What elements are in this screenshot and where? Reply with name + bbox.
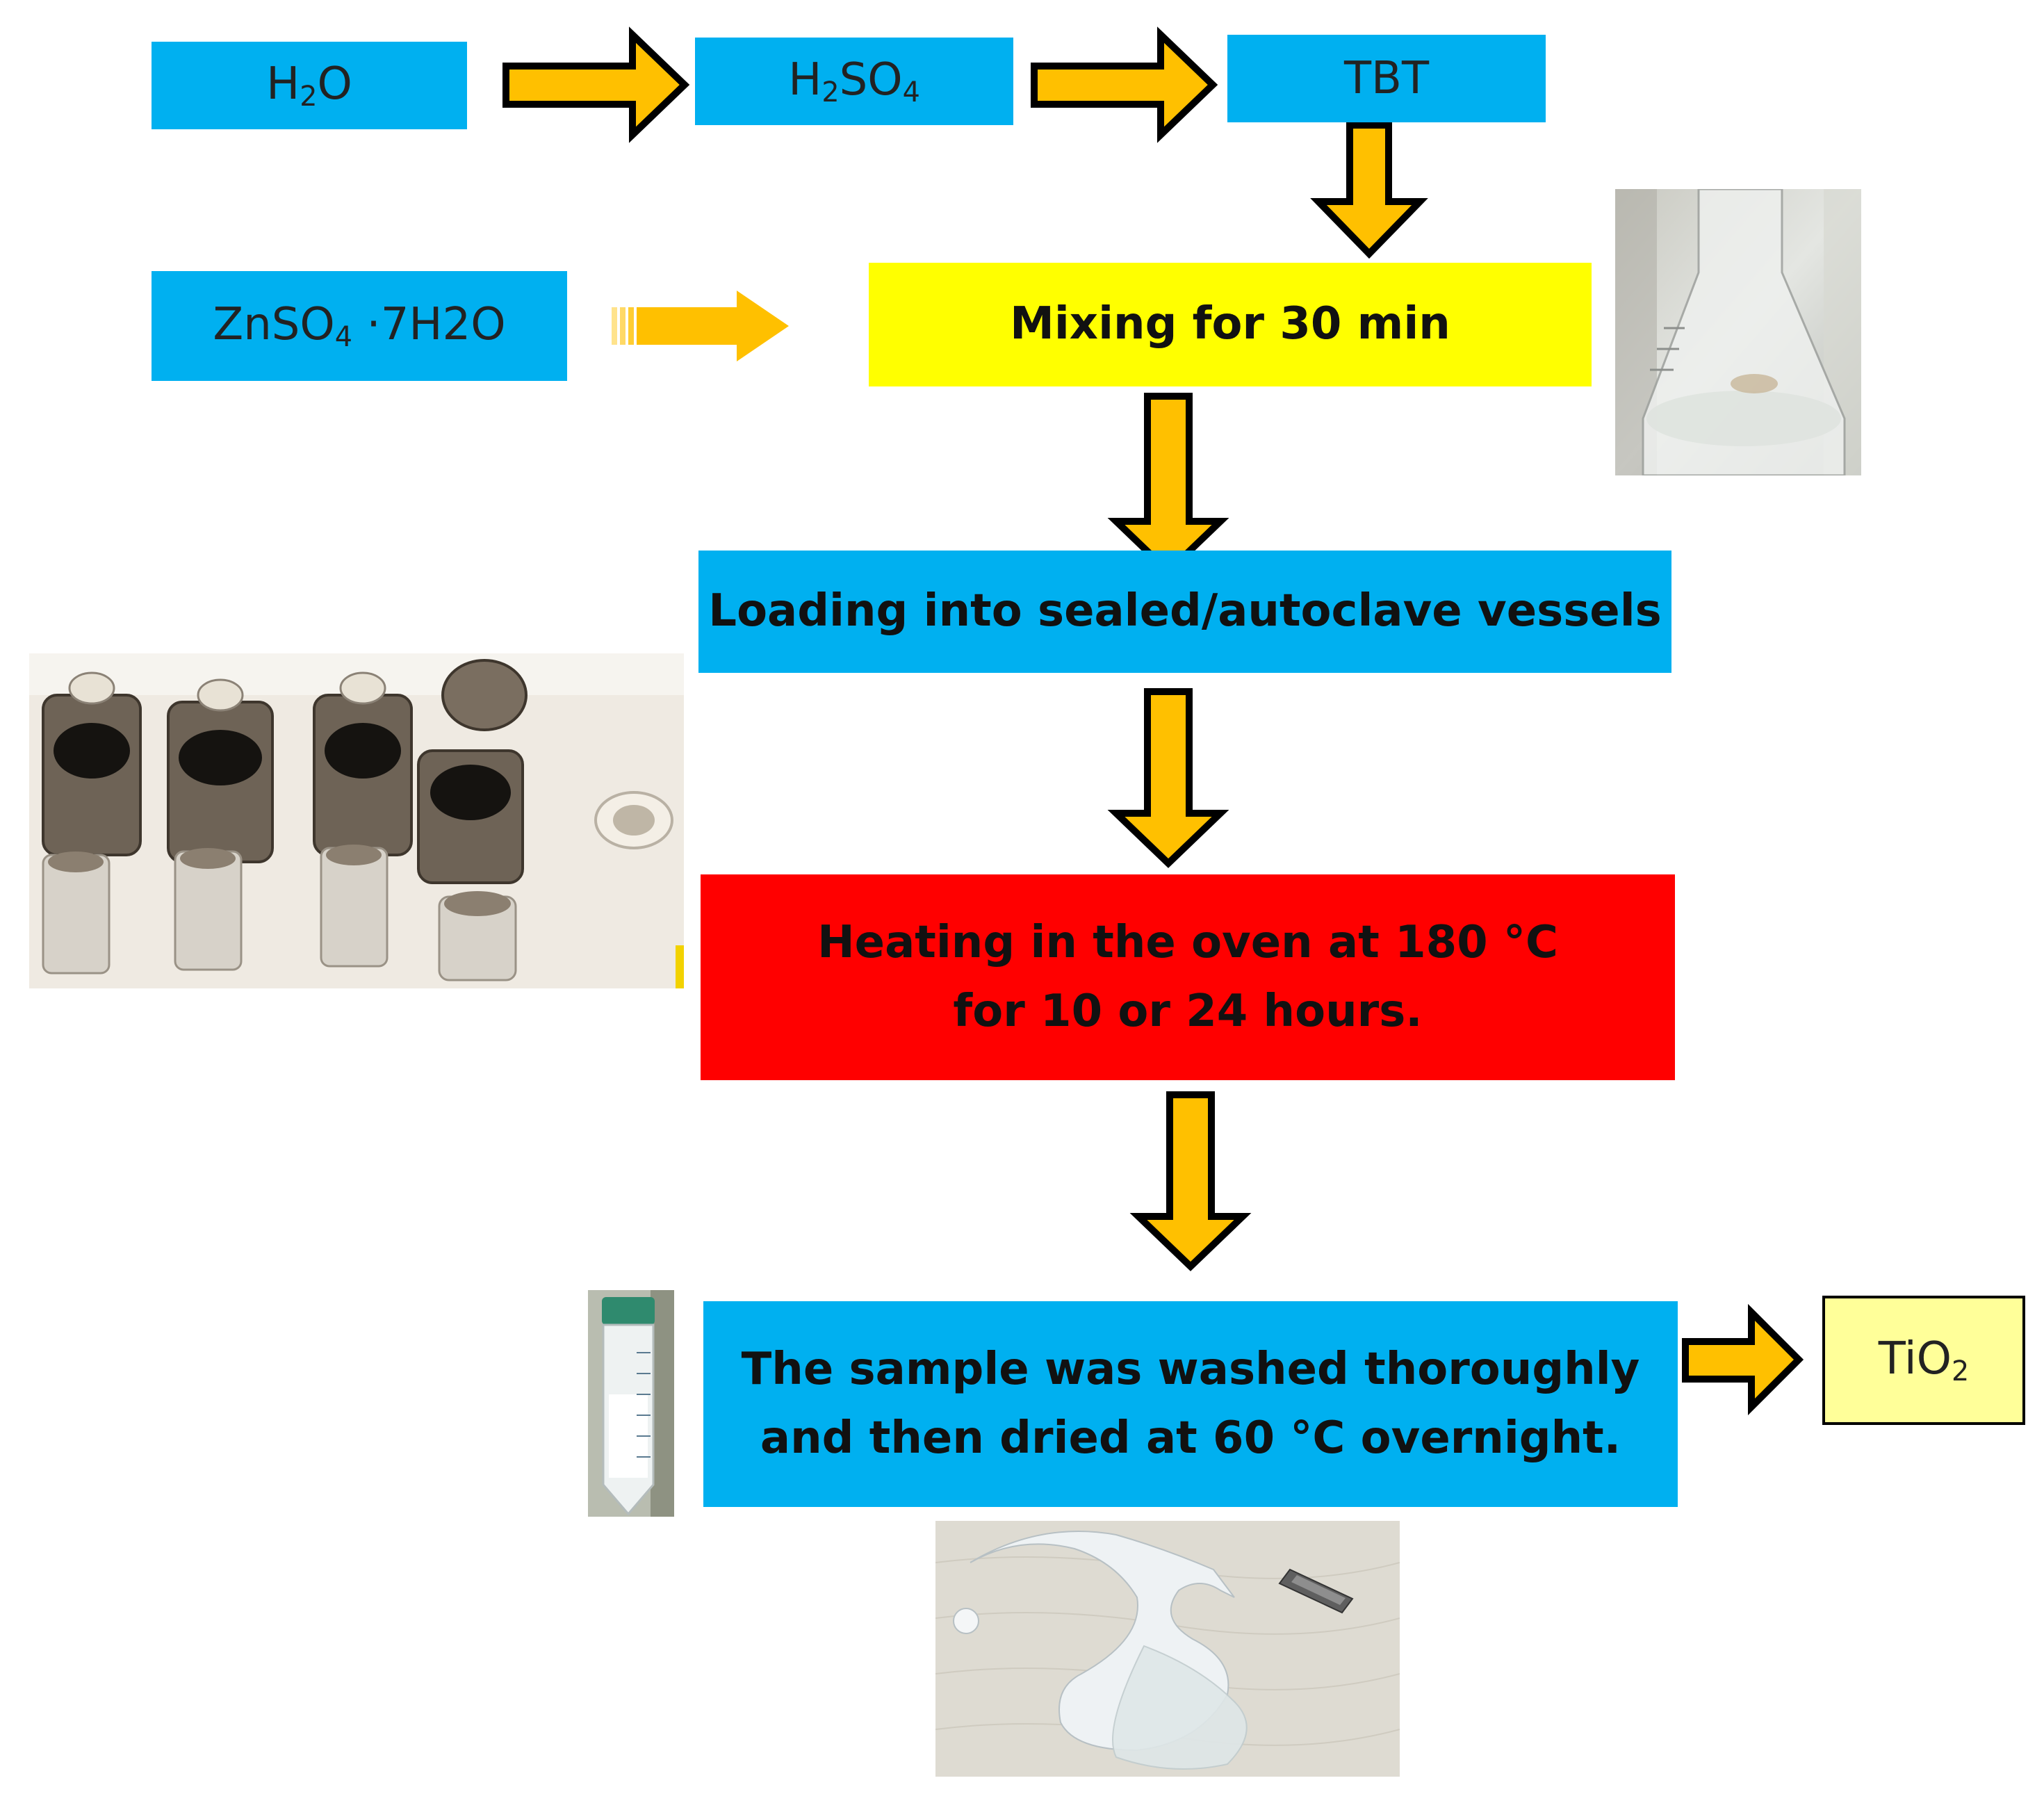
product-formula: TiO2 bbox=[1878, 1333, 1970, 1387]
arrow-tbt-to-mixing bbox=[1310, 122, 1428, 259]
tbt-label: TBT bbox=[1343, 53, 1430, 104]
washing-box: The sample was washed thoroughly and the… bbox=[703, 1301, 1678, 1507]
arrow-washing-to-product bbox=[1682, 1303, 1804, 1416]
film-image bbox=[935, 1521, 1400, 1777]
tbt-box: TBT bbox=[1227, 35, 1546, 122]
acid-formula: H2SO4 bbox=[788, 54, 920, 108]
product-box: TiO2 bbox=[1822, 1296, 2025, 1425]
heating-box: Heating in the oven at 180 °C for 10 or … bbox=[701, 874, 1675, 1080]
autoclave-vessels-photo bbox=[29, 653, 684, 988]
washing-line-2: and then dried at 60 °C overnight. bbox=[760, 1412, 1621, 1464]
heating-line-1: Heating in the oven at 180 °C bbox=[817, 916, 1558, 968]
dried-film-photo bbox=[935, 1521, 1400, 1777]
heating-line-2: for 10 or 24 hours. bbox=[953, 986, 1423, 1037]
washing-line-1: The sample was washed thoroughly bbox=[741, 1343, 1640, 1395]
loading-label: Loading into sealed/autoclave vessels bbox=[708, 585, 1662, 637]
sulfuric-acid-box: H2SO4 bbox=[695, 38, 1013, 125]
arrow-loading-to-heating bbox=[1107, 688, 1229, 868]
autoclave-image bbox=[29, 653, 684, 988]
arrow-zinc-to-mixing bbox=[612, 291, 789, 361]
mixing-box: Mixing for 30 min bbox=[869, 263, 1592, 386]
flask-photo bbox=[1615, 189, 1861, 475]
zinc-sulfate-box: ZnSO4 ·7H2O bbox=[152, 271, 567, 381]
flask-image bbox=[1615, 189, 1861, 475]
loading-box: Loading into sealed/autoclave vessels bbox=[698, 551, 1671, 673]
mixing-label: Mixing for 30 min bbox=[1010, 298, 1450, 350]
water-formula: H2O bbox=[266, 58, 352, 113]
zinc-formula: ZnSO4 ·7H2O bbox=[213, 299, 506, 353]
arrow-water-to-acid bbox=[502, 26, 690, 143]
arrow-acid-to-tbt bbox=[1031, 26, 1218, 143]
tube-image bbox=[588, 1290, 674, 1517]
water-box: H2O bbox=[152, 42, 467, 129]
arrow-heating-to-washing bbox=[1129, 1091, 1252, 1271]
arrow-mixing-to-loading bbox=[1107, 393, 1229, 576]
centrifuge-tube-photo bbox=[588, 1290, 674, 1517]
